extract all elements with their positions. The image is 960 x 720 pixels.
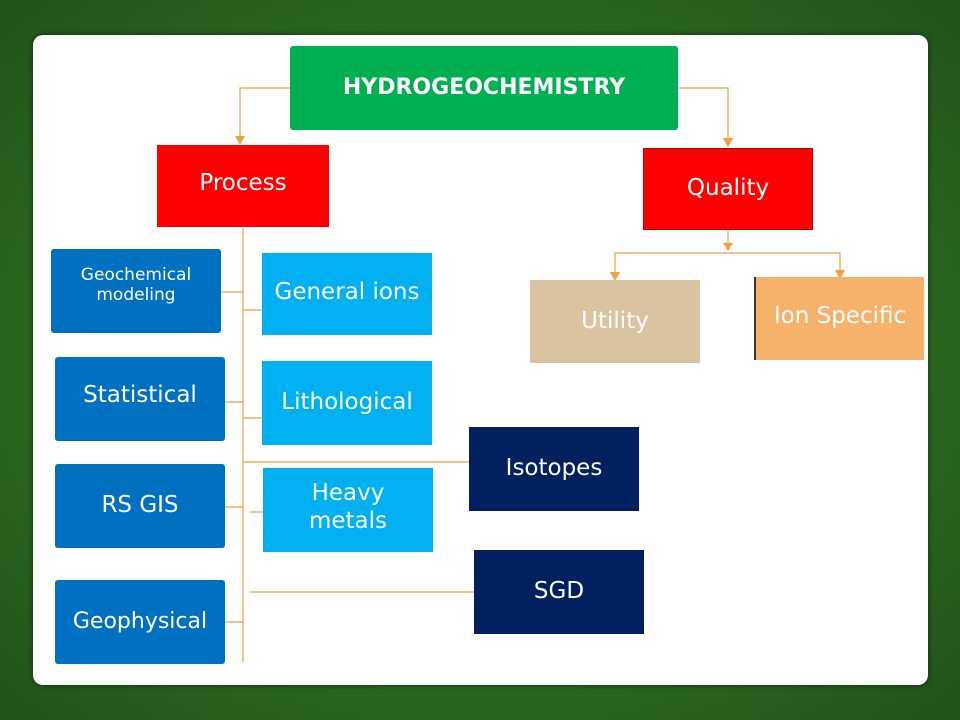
- connector-quality-branch: [614, 252, 841, 275]
- geophysical-node: Geophysical: [55, 580, 225, 664]
- process-node: Process: [157, 145, 329, 227]
- general-ions-node: General ions: [262, 253, 432, 335]
- arrow-quality-down: [723, 243, 733, 251]
- root-node: HYDROGEOCHEMISTRY: [290, 46, 678, 130]
- quality-node: Quality: [643, 148, 813, 230]
- sgd-node: SGD: [474, 550, 644, 634]
- arrow-process: [235, 136, 245, 145]
- geochemical-modeling-node: Geochemical modeling: [51, 249, 221, 333]
- isotopes-node: Isotopes: [469, 427, 639, 511]
- connector-root-quality: [678, 87, 729, 140]
- connector-root-process: [239, 87, 290, 138]
- arrow-ion-specific: [835, 270, 845, 279]
- lithological-node: Lithological: [262, 361, 432, 445]
- utility-node: Utility: [530, 280, 700, 363]
- statistical-node: Statistical: [55, 357, 225, 441]
- rs-gis-node: RS GIS: [55, 464, 225, 548]
- arrow-quality: [723, 138, 733, 147]
- ion-specific-node: Ion Specific: [754, 277, 924, 360]
- arrow-utility: [610, 272, 620, 281]
- heavy-metals-node: Heavy metals: [263, 468, 433, 552]
